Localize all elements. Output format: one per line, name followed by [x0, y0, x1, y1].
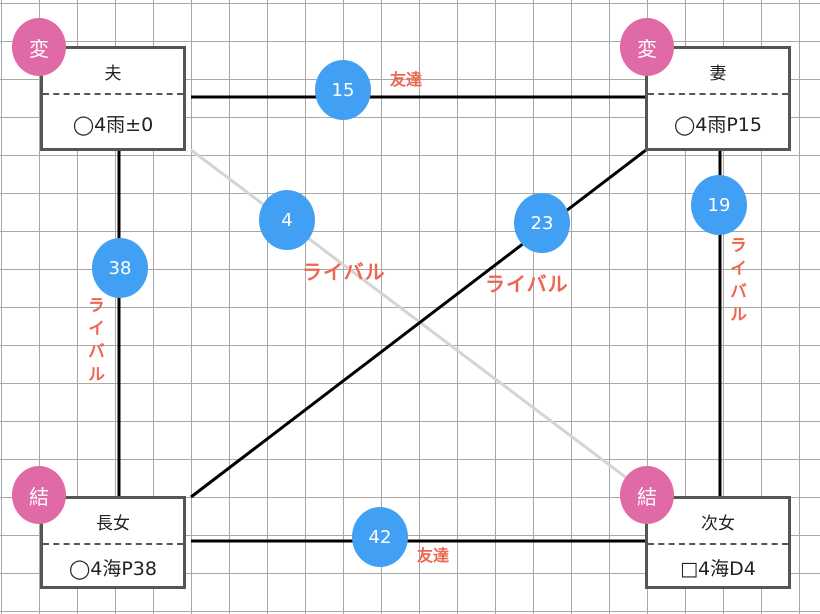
value-husband-wife: 15: [315, 60, 371, 120]
value-husband-second: 4: [259, 190, 315, 250]
node-second-daughter[interactable]: 次女 □4海D4: [645, 496, 791, 589]
node-name: 次女: [648, 499, 788, 545]
node-name: 夫: [43, 49, 183, 95]
badge-second: 結: [620, 466, 674, 524]
label-wife-second: ライバル: [726, 236, 746, 328]
node-stat: ◯4雨P15: [674, 113, 762, 136]
node-name: 妻: [648, 49, 788, 95]
node-wife[interactable]: 妻 ◯4雨P15: [645, 46, 791, 151]
node-husband[interactable]: 夫 ◯4雨±0: [40, 46, 186, 151]
badge-husband: 変: [12, 18, 66, 76]
label-eldest-second: 友達: [417, 546, 450, 565]
node-stat: ◯4雨±0: [72, 113, 154, 136]
label-husband-wife: 友達: [390, 70, 423, 89]
value-eldest-second: 42: [352, 507, 408, 567]
label-husband-eldest: ライバル: [84, 296, 104, 388]
line-wife-eldest: [190, 148, 647, 499]
value-husband-eldest: 38: [92, 238, 148, 298]
badge-eldest: 結: [12, 466, 66, 524]
node-stat: ◯4海P38: [69, 557, 157, 580]
label-husband-second: ライバル: [302, 260, 386, 284]
label-wife-eldest: ライバル: [485, 272, 569, 296]
value-wife-second: 19: [691, 175, 747, 235]
badge-wife: 変: [620, 18, 674, 76]
node-eldest-daughter[interactable]: 長女 ◯4海P38: [40, 496, 186, 589]
line-husband-second: [190, 148, 641, 490]
node-name: 長女: [43, 499, 183, 545]
node-stat: □4海D4: [680, 557, 756, 580]
value-wife-eldest: 23: [514, 193, 570, 253]
